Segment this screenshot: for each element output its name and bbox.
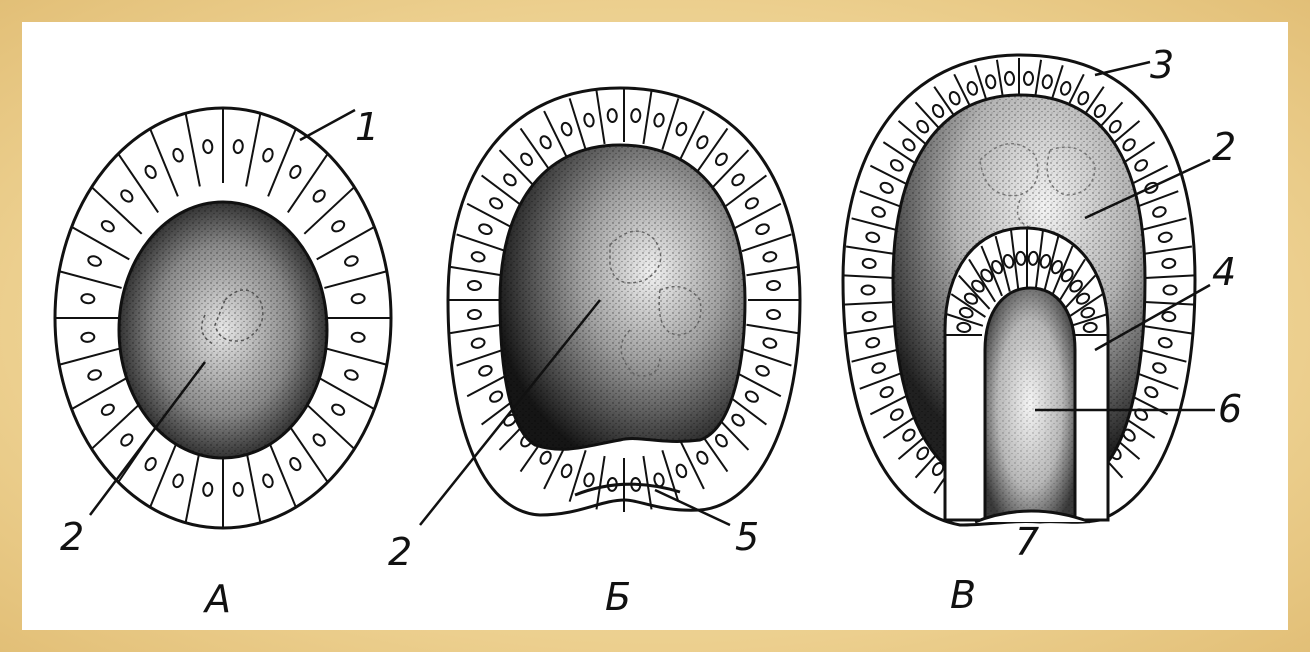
stage-b-cell-nucleus — [631, 109, 641, 123]
stage-a-cell-nucleus — [81, 332, 95, 342]
stage-a-cell-nucleus — [233, 482, 243, 496]
label-v-6: 6 — [1218, 387, 1242, 431]
label-b-5: 5 — [735, 515, 759, 559]
caption-stage-v: В — [950, 573, 976, 617]
stage-v-ecto-cell-nucleus — [862, 258, 876, 269]
caption-stage-b: Б — [605, 575, 631, 619]
stage-v-ecto-cell-nucleus — [1164, 286, 1177, 295]
stage-v-ecto-cell-nucleus — [1162, 311, 1176, 322]
stage-v-ecto-cell-nucleus — [1005, 72, 1015, 86]
label-b-2: 2 — [388, 530, 412, 574]
stage-v-endo-cell-nucleus — [957, 322, 971, 332]
leader-a-1 — [300, 110, 355, 140]
stage-v-ecto-cell-nucleus — [1024, 72, 1034, 86]
label-v-7: 7 — [1015, 520, 1039, 564]
stage-v-ecto-cell-nucleus — [862, 286, 875, 295]
stage-v-endo-cell-nucleus — [1028, 251, 1038, 265]
label-v-2: 2 — [1212, 125, 1236, 169]
stage-b-cell-nucleus — [767, 280, 781, 290]
caption-stage-a: А — [202, 577, 231, 621]
stage-v-gastrula — [843, 55, 1195, 525]
stage-a-cell-nucleus — [203, 482, 213, 496]
stage-a-blastula — [55, 108, 391, 528]
label-v-4: 4 — [1212, 250, 1236, 294]
label-a-2: 2 — [60, 515, 84, 559]
stage-a-cell-nucleus — [81, 293, 95, 303]
label-v-3: 3 — [1150, 43, 1174, 87]
stage-b-cell-nucleus — [468, 280, 482, 290]
stage-a-cell-nucleus — [203, 140, 213, 154]
stage-v-ecto-cell-nucleus — [1162, 258, 1176, 269]
stage-b-gastrula — [448, 88, 800, 515]
label-a-1: 1 — [355, 105, 379, 149]
stage-a-blastocoel-texture — [119, 202, 327, 458]
stage-b-cell-nucleus — [468, 310, 482, 320]
stage-a-cell-nucleus — [351, 332, 365, 342]
stage-v-archenteron-texture — [985, 288, 1075, 520]
stage-a-cell-nucleus — [233, 140, 243, 154]
stage-b-cell-nucleus — [607, 109, 617, 123]
stage-v-ecto-cell-nucleus — [862, 311, 876, 322]
stage-v-endo-cell-nucleus — [1016, 251, 1026, 265]
leader-v-3 — [1095, 62, 1150, 75]
stage-b-cell-nucleus — [767, 310, 781, 320]
stage-a-cell-nucleus — [351, 293, 365, 303]
stage-b-blastocoel-texture — [500, 145, 745, 449]
stage-v-endo-cell-nucleus — [1083, 322, 1097, 332]
